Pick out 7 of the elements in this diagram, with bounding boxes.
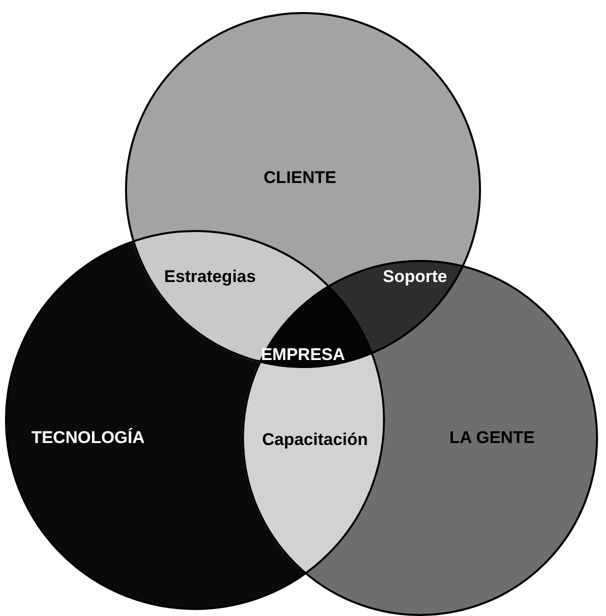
- circle-title: TECNOLOGÍA: [31, 428, 145, 448]
- region-label: Estrategias: [164, 267, 256, 287]
- circle-title: LA GENTE: [449, 428, 535, 448]
- region-label: Capacitación: [262, 430, 368, 450]
- region-label: EMPRESA: [260, 345, 346, 365]
- circle-title: CLIENTE: [264, 168, 336, 188]
- region-label: Soporte: [382, 267, 448, 287]
